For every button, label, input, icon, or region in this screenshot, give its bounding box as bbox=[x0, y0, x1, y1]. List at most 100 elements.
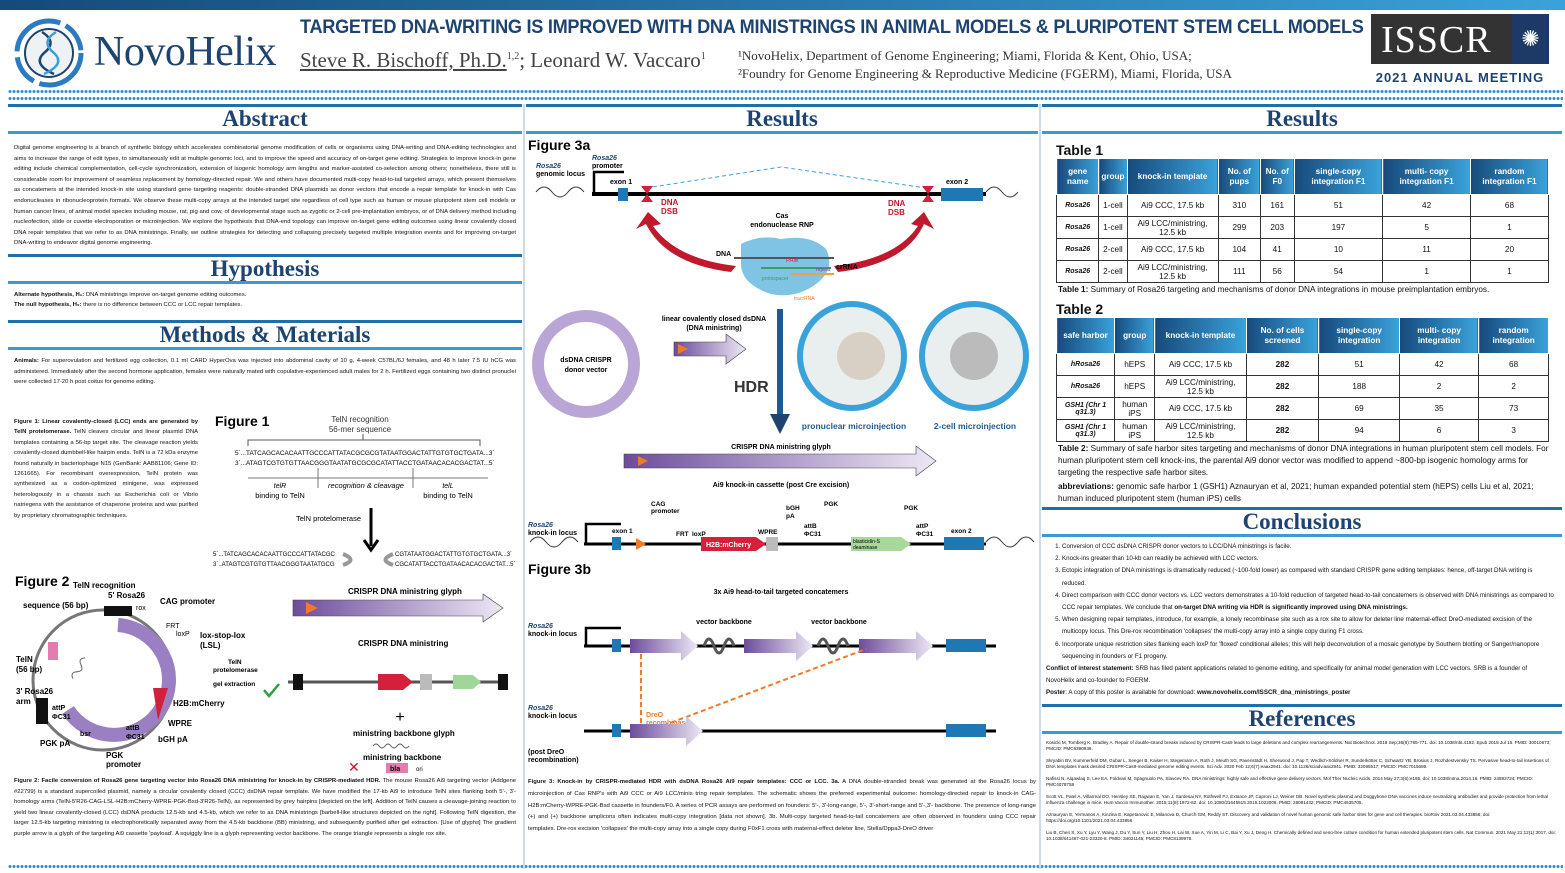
promoter-arrow-icon bbox=[592, 170, 624, 194]
table-cell: 42 bbox=[1382, 194, 1471, 217]
rox-triangle-icon bbox=[636, 538, 646, 550]
dreo-label2: recombinase bbox=[646, 720, 689, 727]
arm-box bbox=[293, 674, 303, 690]
figure3-caption-body: A DNA double-stranded break was generate… bbox=[528, 779, 1036, 833]
reference-item: Kosicki M, Tomberg K, Bradley A. Repair … bbox=[1046, 739, 1551, 751]
column-header: multi- copy integration bbox=[1398, 317, 1480, 354]
poster-body: : A copy of this poster is available for… bbox=[1065, 689, 1197, 697]
column-divider bbox=[1039, 104, 1041, 869]
product-left-bottom: 3´..ATAGTCGTGTGTTAACGGGTAATATGCG bbox=[213, 562, 335, 568]
teln-enzyme-label: TelN bbox=[228, 659, 242, 666]
attp-label: attP bbox=[916, 523, 929, 530]
conclusion-item: Incorporate unique restriction sites fla… bbox=[1062, 639, 1556, 663]
product-right-bottom: CGCATATTACCTGATAACACACGACTAT...5´ bbox=[395, 562, 515, 568]
dna-helix bbox=[535, 186, 1019, 198]
conclusion-item: Conversion of CCC dsDNA CRISPR donor vec… bbox=[1062, 541, 1556, 553]
lcc-label2: (DNA ministring) bbox=[686, 325, 741, 332]
sequence-bottom: 3´...ATAGTCGTGTGTTAACGGGTAATATGCGCGCATAT… bbox=[235, 460, 495, 467]
rox-triangle-icon bbox=[306, 602, 318, 614]
table-cell: 2 bbox=[1478, 375, 1549, 398]
pam-label: PAM bbox=[786, 258, 799, 264]
promoter-label: Rosa26 bbox=[592, 155, 617, 162]
table-cell: 161 bbox=[1259, 194, 1295, 217]
figure3-caption-label: Figure 3: Knock-in by CRISPR-mediated HD… bbox=[528, 779, 840, 785]
animals-label: Animals: bbox=[14, 357, 39, 364]
table-cell: 3 bbox=[1478, 419, 1549, 442]
conclusion-text: Direct comparison with CCC donor vectors… bbox=[1062, 591, 1554, 612]
exon1-box bbox=[612, 724, 621, 737]
two-cell-label: 2-cell microinjection bbox=[934, 421, 1016, 431]
poster-download-link[interactable]: www.novohelix.com/ISSCR_dna_ministrings_… bbox=[1197, 689, 1351, 697]
h2b-label: H2B:mCherry bbox=[173, 699, 225, 708]
attb-phic31-label: ΦC31 bbox=[126, 734, 145, 741]
conclusion-text: Incorporate unique restriction sites fla… bbox=[1062, 640, 1540, 660]
attb-label: attB bbox=[126, 725, 140, 732]
cas-rnp-shape bbox=[741, 237, 830, 296]
table-cell: human iPS bbox=[1113, 397, 1156, 420]
table-cell: 2-cell bbox=[1098, 260, 1128, 283]
single-cassette bbox=[630, 716, 703, 746]
exon2-box bbox=[946, 724, 986, 737]
backbone-squiggle bbox=[71, 657, 86, 679]
ki-locus-label: Rosa26 bbox=[528, 522, 553, 529]
ministring-arrow bbox=[673, 333, 747, 365]
exon1-label: exon 1 bbox=[610, 179, 632, 186]
table-cell: 73 bbox=[1478, 397, 1549, 420]
table-cell: 5 bbox=[1382, 216, 1471, 239]
conclusion-text: Ectopic integration of DNA ministrings i… bbox=[1062, 567, 1533, 587]
teln-recog-label: TelN recognition bbox=[73, 581, 136, 590]
rox-triangle-icon bbox=[638, 456, 648, 466]
cassette-copy bbox=[744, 631, 813, 661]
conclusion-item: Knock-ins greater than 10-kb can readily… bbox=[1062, 553, 1556, 565]
table-cell: hRosa26 bbox=[1056, 353, 1115, 376]
abstract-heading: Abstract bbox=[8, 104, 522, 134]
bgh-label: bGH pA bbox=[158, 735, 188, 744]
donor-label: dsDNA CRISPR bbox=[560, 357, 611, 364]
animals-text: Animals: For superovulation and fertiliz… bbox=[8, 356, 522, 388]
author-1[interactable]: Steve R. Bischoff, Ph.D. bbox=[300, 48, 507, 72]
figure1: Figure 1 TelN recognition 56-mer sequenc… bbox=[213, 413, 515, 568]
attb-label: attB bbox=[804, 523, 817, 530]
figure3a-label: Figure 3a bbox=[528, 137, 590, 153]
author-2-affil: 1 bbox=[700, 51, 706, 62]
exon2-label: exon 2 bbox=[951, 528, 972, 535]
dna-label: DNA bbox=[716, 251, 731, 258]
donor-label2: donor vector bbox=[565, 367, 608, 374]
telR-desc: binding to TelN bbox=[255, 491, 304, 500]
reference-item: Aznauryan E, Yermanos A, Kinzina E, Kape… bbox=[1046, 811, 1491, 823]
table-cell: Ai9 CCC, 17.5 kb bbox=[1126, 238, 1219, 261]
table-cell: 94 bbox=[1318, 419, 1400, 442]
cag-label: CAG promoter bbox=[160, 597, 215, 606]
column-header: safe harbor bbox=[1056, 317, 1115, 354]
references-list: Kosicki M, Tomberg K, Bradley A. Repair … bbox=[1042, 734, 1562, 842]
table-cell: GSH1 (Chr 1 q31.3) bbox=[1056, 397, 1115, 420]
figure2-caption-label: Figure 2: Facile conversion of Rosa26 ge… bbox=[14, 778, 381, 784]
table-cell: Ai9 LCC/ministring, 12.5 kb bbox=[1126, 260, 1219, 283]
dsb-label: DNA bbox=[661, 198, 679, 207]
concatemer-label: 3x Ai9 head-to-tail targeted concatemers bbox=[714, 589, 849, 596]
hairpin-icon bbox=[383, 552, 394, 567]
table-cell: 68 bbox=[1469, 194, 1550, 217]
glyph-arrow bbox=[623, 445, 937, 477]
recognition-label-2: 56-mer sequence bbox=[329, 425, 392, 434]
two-cell bbox=[950, 332, 998, 380]
figure2-caption: Figure 2: Facile conversion of Rosa26 ge… bbox=[8, 776, 522, 840]
figure1-caption-label: Figure 1: Linear covalently-closed (LCC)… bbox=[14, 419, 198, 436]
table-cell: 1-cell bbox=[1098, 216, 1128, 239]
left-column: Abstract Digital genome engineering is a… bbox=[8, 104, 522, 869]
table2-caption: Table 2: Summary of safe harbor sites ta… bbox=[1056, 442, 1562, 480]
table-cell: 203 bbox=[1259, 216, 1295, 239]
table-cell: 10 bbox=[1293, 238, 1384, 261]
table-cell: 282 bbox=[1245, 375, 1320, 398]
null-hypothesis: there is no difference between CCC or LC… bbox=[81, 301, 243, 308]
glyph-label: CRISPR DNA ministring glyph bbox=[348, 587, 462, 596]
bsd-label2: deaminase bbox=[853, 545, 878, 551]
hypothesis-heading: Hypothesis bbox=[8, 253, 522, 284]
figure1-label: Figure 1 bbox=[215, 413, 270, 429]
poster-label: Poster bbox=[1046, 689, 1066, 697]
lcc-label: linear covalently closed dsDNA bbox=[662, 316, 766, 323]
middle-column: Results Figure 3a Rosa26 genomic locus R… bbox=[526, 104, 1038, 869]
